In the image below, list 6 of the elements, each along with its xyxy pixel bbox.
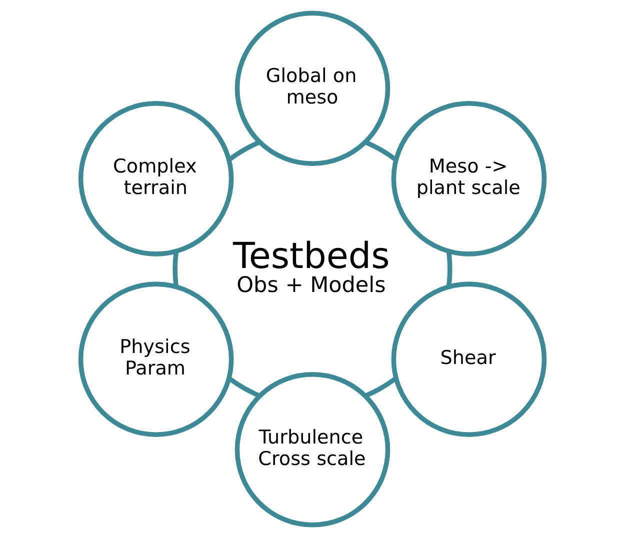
node-circle: Physics Param [78, 282, 234, 437]
node-circle: Meso -> plant scale [390, 101, 546, 256]
node-circle: Shear [390, 282, 546, 437]
node-circle: Complex terrain [78, 101, 234, 256]
node-circle: Turbulence Cross scale [234, 372, 390, 528]
node-circle: Global on meso [234, 10, 390, 166]
